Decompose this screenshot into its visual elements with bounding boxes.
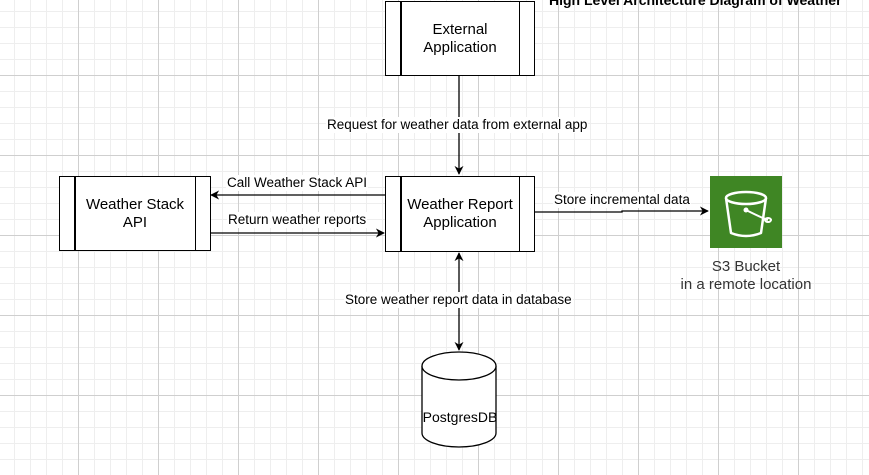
postgres-cylinder-icon — [421, 351, 497, 448]
weather-stack-api-node[interactable]: Weather Stack API — [59, 176, 211, 251]
s3-bucket-label: S3 Bucket in a remote location — [660, 258, 832, 294]
weather-report-application-label: Weather Report Application — [407, 196, 513, 231]
diagram-title: High Level Architecture Diagram of Weath… — [549, 0, 842, 8]
edge-label-store-db: Store weather report data in database — [344, 292, 573, 308]
s3-bucket-icon[interactable] — [710, 176, 782, 248]
external-application-label: External Application — [423, 20, 497, 56]
edge-label-request: Request for weather data from external a… — [326, 117, 589, 133]
s3-bucket-label-line1: S3 Bucket — [711, 258, 781, 275]
weather-report-application-node[interactable]: Weather Report Application — [385, 176, 535, 252]
edge-label-store-incremental: Store incremental data — [553, 192, 691, 208]
s3-bucket-label-line2: in a remote location — [680, 276, 812, 293]
edge-label-call-api: Call Weather Stack API — [226, 175, 369, 191]
external-application-node[interactable]: External Application — [385, 1, 535, 76]
bucket-icon — [724, 190, 772, 238]
edge-store-incremental — [535, 206, 709, 216]
postgres-db-label: PostgresDB — [422, 409, 498, 425]
edge-label-return-reports: Return weather reports — [227, 212, 368, 228]
weather-stack-api-label: Weather Stack API — [85, 195, 185, 231]
